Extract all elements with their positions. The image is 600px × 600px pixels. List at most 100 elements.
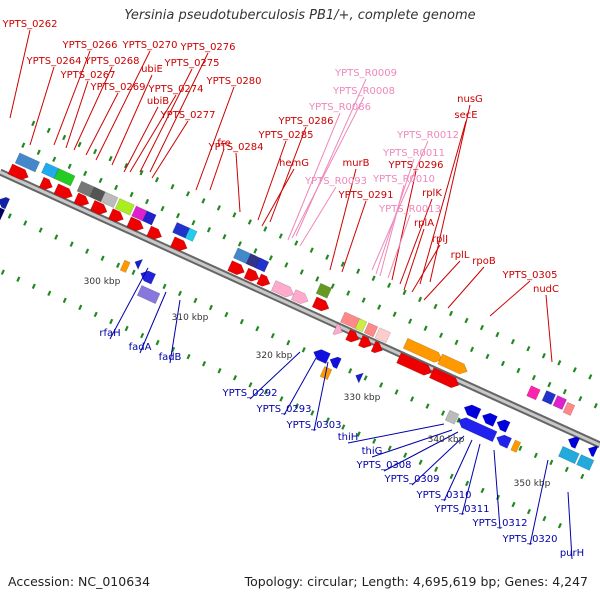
forward-gene-label[interactable]: YPTS_0270 <box>121 40 177 51</box>
gene-feature[interactable] <box>353 371 364 384</box>
reverse-gene-label[interactable]: fadA <box>129 342 152 353</box>
gene-feature[interactable] <box>270 280 296 299</box>
forward-gene-label[interactable]: rplK <box>422 188 442 199</box>
gene-feature[interactable] <box>131 205 148 222</box>
gene-feature[interactable] <box>495 417 511 433</box>
gene-feature[interactable] <box>370 340 385 355</box>
forward-gene-label[interactable]: YPTS_0275 <box>163 58 219 69</box>
rna-gene-label[interactable]: YPTS_R0093 <box>304 176 367 187</box>
forward-gene-label[interactable]: YPTS_0286 <box>277 116 333 127</box>
gene-feature[interactable] <box>126 216 146 234</box>
reverse-gene-label[interactable]: YPTS_0320 <box>501 534 557 545</box>
forward-gene-label[interactable]: YPTS_0277 <box>159 110 215 121</box>
forward-gene-label[interactable]: ubiE <box>141 64 163 75</box>
gene-feature[interactable] <box>586 443 599 458</box>
forward-gene-label[interactable]: YPTS_0268 <box>83 56 139 67</box>
gene-feature[interactable] <box>227 260 247 278</box>
gene-feature[interactable] <box>328 354 342 369</box>
forward-gene-label[interactable]: secE <box>454 110 477 121</box>
reverse-gene-label[interactable]: YPTS_0308 <box>355 460 411 471</box>
gene-feature[interactable] <box>89 186 106 203</box>
gene-feature[interactable] <box>345 329 361 345</box>
gene-feature[interactable] <box>114 198 135 216</box>
gene-feature[interactable] <box>108 208 125 225</box>
gene-feature[interactable] <box>354 318 368 333</box>
forward-gene-label[interactable]: YPTS_0262 <box>1 19 57 30</box>
gene-feature[interactable] <box>357 335 373 350</box>
forward-gene-label[interactable]: YPTS_0267 <box>59 70 115 81</box>
forward-gene-label[interactable]: YPTS_0264 <box>25 56 81 67</box>
reverse-gene-label[interactable]: YPTS_0309 <box>383 474 439 485</box>
gene-feature[interactable] <box>0 206 6 221</box>
forward-gene-label[interactable]: YPTS_0291 <box>337 190 393 201</box>
gene-feature[interactable] <box>576 454 595 471</box>
gene-feature[interactable] <box>53 183 75 201</box>
gene-feature[interactable] <box>444 409 460 425</box>
forward-gene-label[interactable]: YPTS_0284 <box>207 142 263 153</box>
reverse-gene-label[interactable]: YPTS_0292 <box>221 388 277 399</box>
gene-feature[interactable] <box>526 385 541 401</box>
gene-feature[interactable] <box>437 353 470 376</box>
gene-feature[interactable] <box>456 415 498 443</box>
gene-feature[interactable] <box>7 163 31 182</box>
gene-feature[interactable] <box>53 168 76 187</box>
rna-gene-label[interactable]: YPTS_R0012 <box>396 130 459 141</box>
gene-feature[interactable] <box>552 395 567 410</box>
reverse-gene-label[interactable]: rfaH <box>99 328 120 339</box>
forward-gene-label[interactable]: YPTS_0266 <box>61 40 117 51</box>
reverse-gene-label[interactable]: purH <box>560 548 584 559</box>
gene-feature[interactable] <box>170 236 189 254</box>
gene-feature[interactable] <box>480 411 498 427</box>
gene-feature[interactable] <box>290 289 310 307</box>
gene-feature[interactable] <box>332 323 345 337</box>
gene-feature[interactable] <box>133 257 144 271</box>
gene-feature[interactable] <box>76 180 95 198</box>
gene-feature[interactable] <box>363 322 379 338</box>
gene-labels[interactable]: YPTS_0262YPTS_0264YPTS_0266YPTS_0267YPTS… <box>1 19 584 559</box>
gene-feature[interactable] <box>541 390 557 405</box>
gene-feature[interactable] <box>254 257 270 273</box>
gene-feature[interactable] <box>89 199 109 217</box>
gene-feature[interactable] <box>494 433 512 449</box>
forward-gene-label[interactable]: YPTS_0274 <box>147 84 203 95</box>
gene-feature[interactable] <box>146 225 164 242</box>
gene-feature[interactable] <box>14 152 41 173</box>
forward-gene-label[interactable]: nudC <box>533 284 559 295</box>
gene-feature[interactable] <box>73 192 91 209</box>
gene-feature[interactable] <box>402 337 444 365</box>
gene-feature[interactable] <box>119 259 131 273</box>
gene-feature[interactable] <box>38 176 54 192</box>
gene-feature[interactable] <box>0 195 11 210</box>
gene-feature[interactable] <box>562 401 576 416</box>
reverse-gene-label[interactable]: YPTS_0293 <box>255 404 311 415</box>
forward-gene-label[interactable]: hemG <box>279 158 309 169</box>
gene-feature[interactable] <box>136 285 161 305</box>
gene-feature[interactable] <box>243 267 261 284</box>
rna-gene-label[interactable]: YPTS_R0008 <box>332 86 395 97</box>
rna-gene-label[interactable]: YPTS_R0009 <box>334 68 397 79</box>
reverse-gene-label[interactable]: thiH <box>338 432 359 443</box>
gene-feature[interactable] <box>184 227 198 242</box>
forward-gene-label[interactable]: YPTS_0285 <box>257 130 313 141</box>
forward-gene-label[interactable]: rplA <box>414 218 434 229</box>
forward-gene-label[interactable]: nusG <box>457 94 483 105</box>
rna-gene-label[interactable]: YPTS_R0010 <box>372 174 435 185</box>
reverse-gene-label[interactable]: YPTS_0311 <box>433 504 489 515</box>
forward-gene-label[interactable]: YPTS_0280 <box>205 76 261 87</box>
gene-feature[interactable] <box>172 222 191 239</box>
gene-feature[interactable] <box>396 352 434 378</box>
forward-gene-label[interactable]: YPTS_0269 <box>89 82 145 93</box>
gene-feature[interactable] <box>510 439 522 453</box>
gene-feature[interactable] <box>462 402 482 420</box>
reverse-gene-label[interactable]: fadB <box>159 352 182 363</box>
gene-feature[interactable] <box>374 327 391 344</box>
rna-gene-label[interactable]: YPTS_R0011 <box>382 148 445 159</box>
gene-feature[interactable] <box>311 347 331 365</box>
forward-gene-label[interactable]: murB <box>342 158 369 169</box>
forward-gene-label[interactable]: YPTS_0296 <box>387 160 443 171</box>
gene-feature[interactable] <box>100 191 119 209</box>
forward-gene-label[interactable]: YPTS_0305 <box>501 270 557 281</box>
gene-feature[interactable] <box>311 296 331 314</box>
reverse-gene-label[interactable]: thiG <box>362 446 383 457</box>
